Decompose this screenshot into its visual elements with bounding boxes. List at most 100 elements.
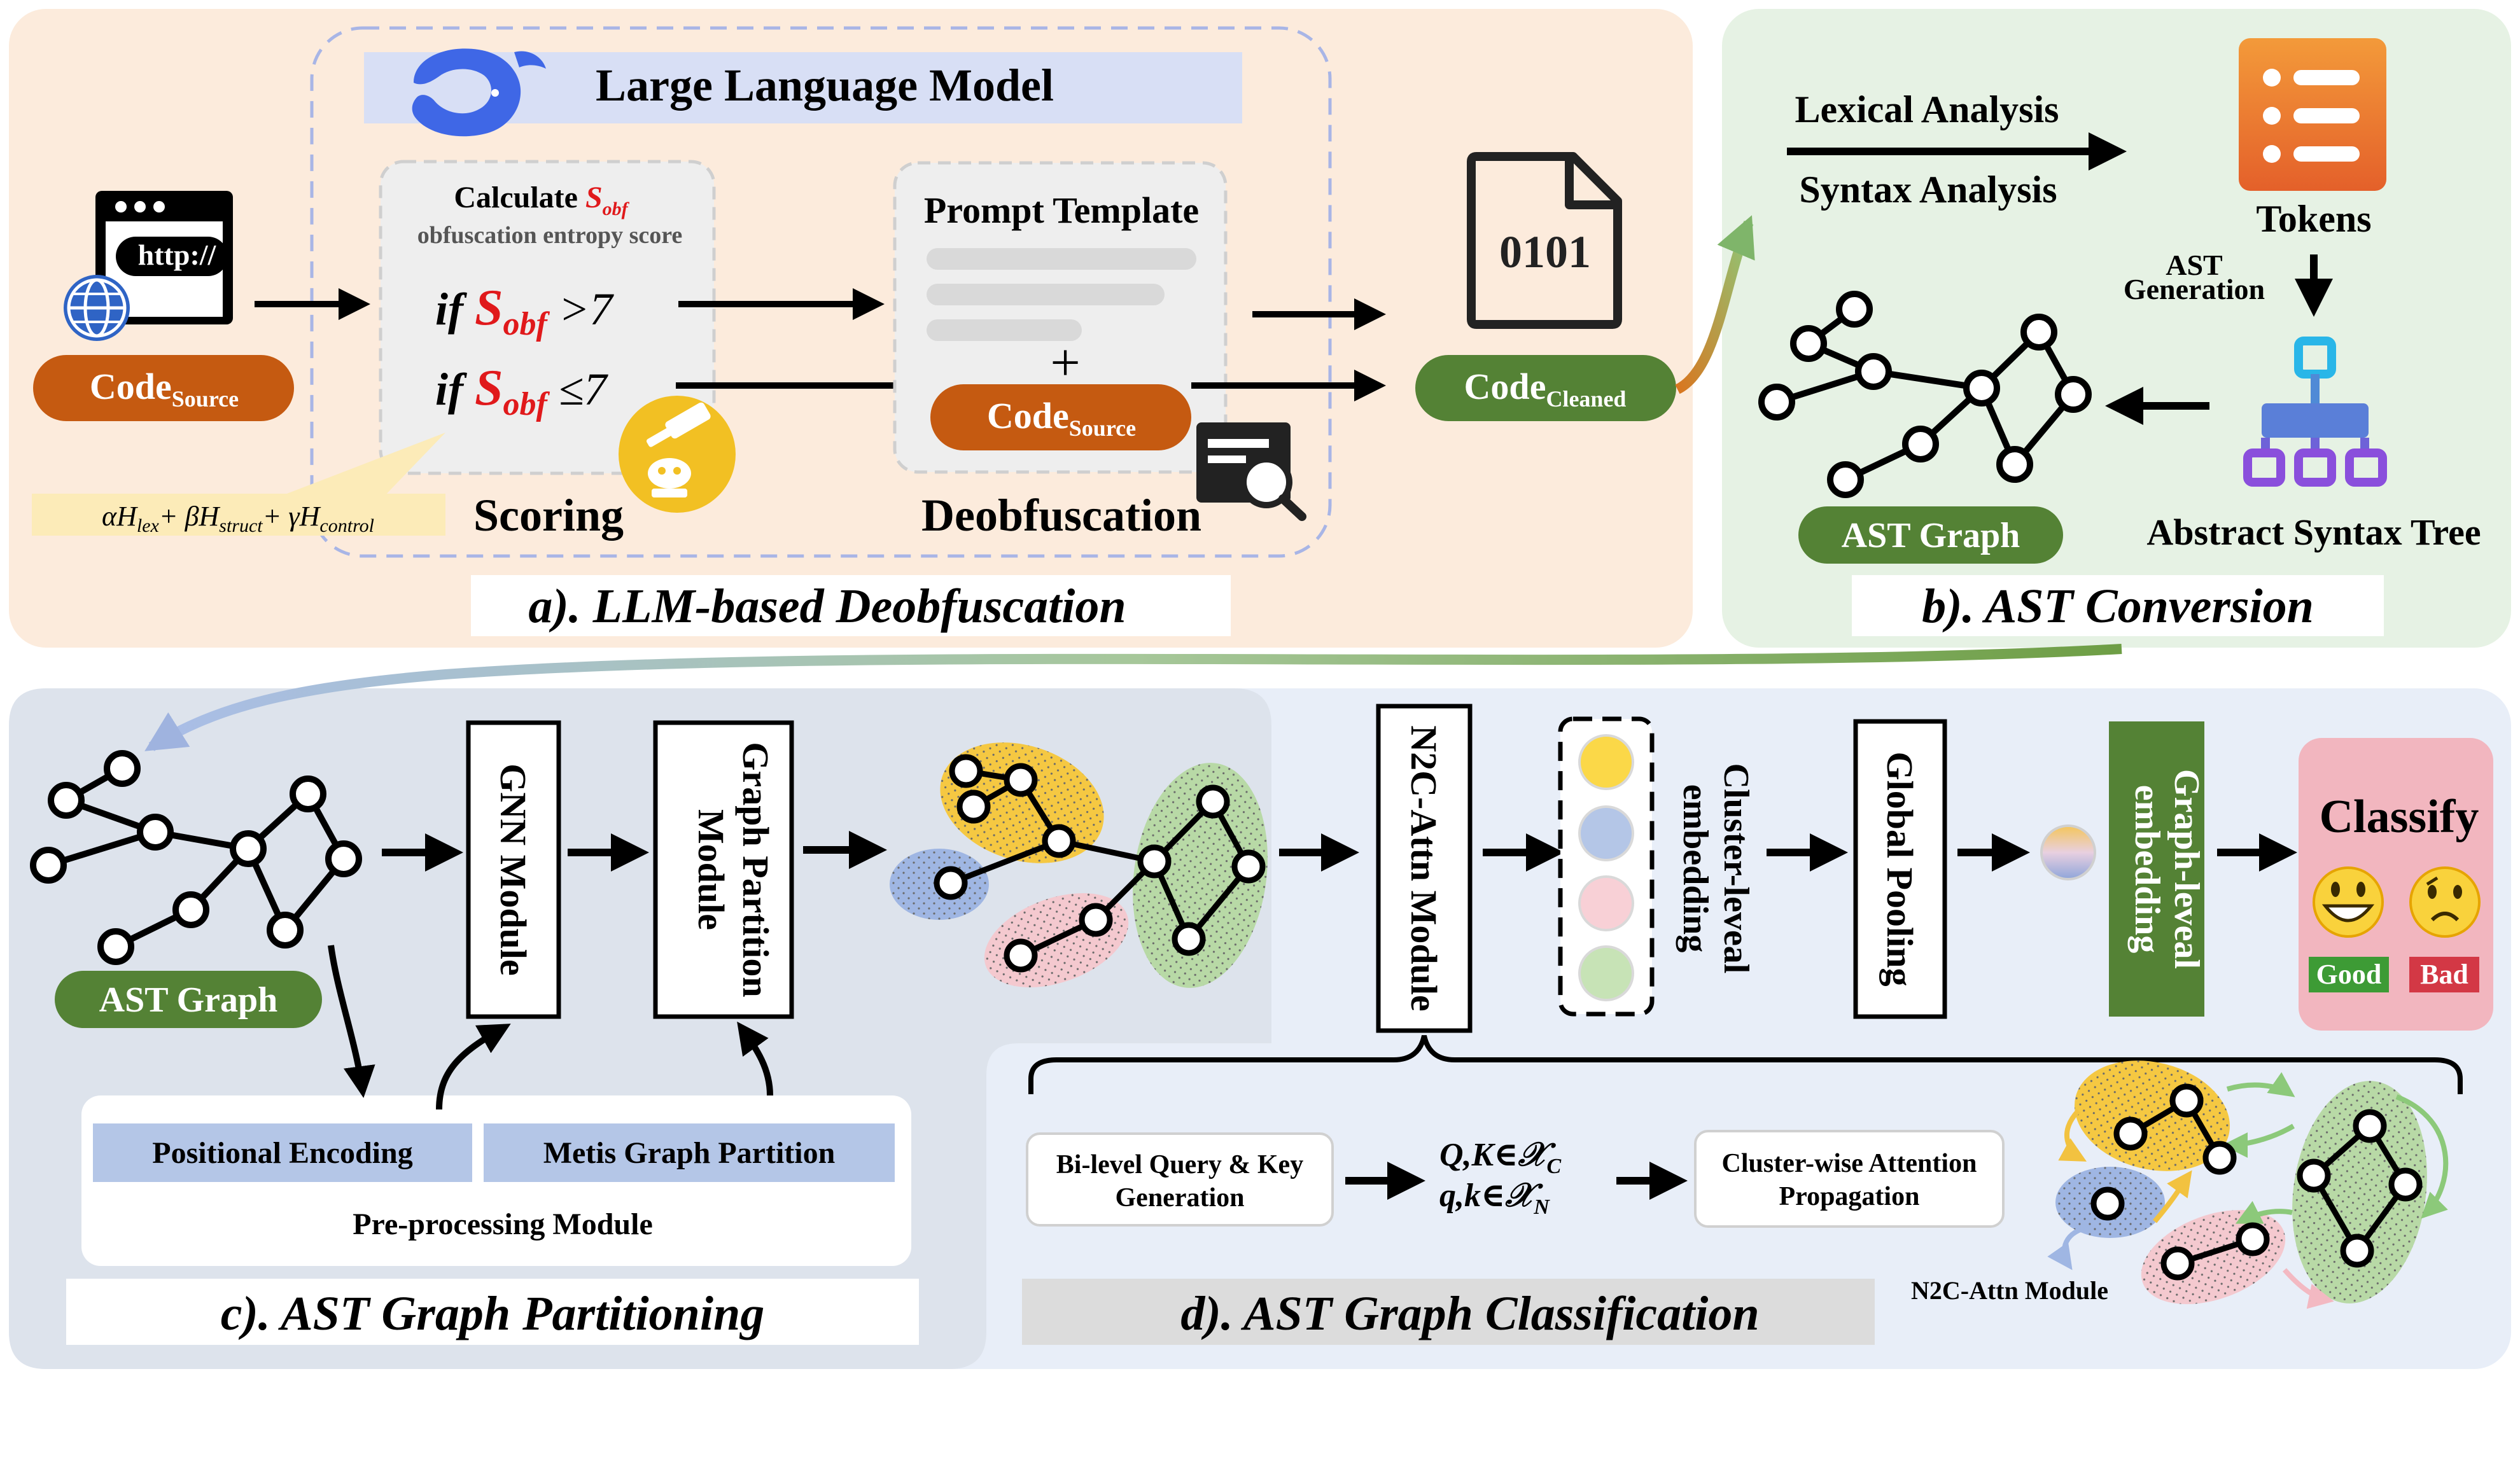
code-source-label: CodeSource xyxy=(90,366,239,412)
positional-encoding-bar xyxy=(93,1123,472,1182)
formula-text: αHlex+ βHstruct+ γHcontrol xyxy=(102,501,374,536)
n2c-caption: N2C-Attn Module xyxy=(1911,1276,2108,1305)
formula-box xyxy=(32,494,445,536)
arrow-graph-to-encoding xyxy=(328,945,375,1098)
preprocessing-label: Pre-processing Module xyxy=(353,1207,653,1241)
metis-partition-label: Metis Graph Partition xyxy=(543,1136,836,1170)
scoring-box xyxy=(379,160,716,475)
bilevel-label-1: Bi-level Query & Key xyxy=(1056,1150,1303,1179)
panel-b-title: b). AST Conversion xyxy=(1922,580,2314,633)
arrow-a-to-b xyxy=(1674,215,1755,394)
n2c-detail-brace xyxy=(1028,1035,2463,1094)
scoring-label: Scoring xyxy=(473,490,624,541)
tree-hierarchy-icon xyxy=(2243,337,2387,487)
qk-lower: q,k∈𝒳N xyxy=(1439,1176,1550,1219)
condition-low: if Sobf ≤7 xyxy=(435,360,608,422)
n2c-module-label: N2C-Attn Module xyxy=(1403,725,1445,1011)
graph-embedding-node xyxy=(2040,824,2096,880)
graph-partition-box xyxy=(653,720,794,1019)
ast-graph-icon-c xyxy=(30,750,362,965)
bad-label: Bad xyxy=(2420,959,2468,990)
prompt-line-1 xyxy=(927,248,1196,270)
llm-dashed-box xyxy=(310,26,1332,558)
bilevel-label-2: Generation xyxy=(1116,1183,1245,1213)
ast-graph-icon-b xyxy=(1758,291,2092,498)
syntax-analysis-label: Syntax Analysis xyxy=(1799,169,2057,211)
positional-encoding-label: Positional Encoding xyxy=(152,1136,412,1170)
ast-graph-label-c: AST Graph xyxy=(99,980,278,1020)
ast-graph-label-b: AST Graph xyxy=(1842,516,2020,555)
gnn-module-label: GNN Module xyxy=(493,763,534,976)
panel-b-title-box xyxy=(1852,575,2384,636)
arrow-b-to-c xyxy=(144,644,2122,751)
code-cleaned-label: CodeCleaned xyxy=(1464,366,1627,412)
good-label: Good xyxy=(2316,959,2382,990)
graph-partition-label-1: Graph Partition xyxy=(735,742,776,997)
calculate-label: Calculate Sobf xyxy=(454,181,629,219)
code-source-badge xyxy=(33,355,294,421)
ast-generation-line1: AST xyxy=(2166,249,2222,281)
code-source-badge-2 xyxy=(930,384,1191,450)
lexical-analysis-label: Lexical Analysis xyxy=(1795,88,2059,130)
cluster-embedding-box xyxy=(1558,716,1655,1017)
formula-callout-pointer xyxy=(274,433,445,499)
cluster-embedding-label-2: embedding xyxy=(1676,784,1715,953)
tokens-icon xyxy=(2239,38,2386,191)
document-search-icon xyxy=(1196,422,1306,521)
prompt-line-3 xyxy=(927,319,1082,341)
bad-badge xyxy=(2409,957,2479,992)
happy-face-icon xyxy=(2313,866,2384,938)
browser-http-icon: http:// xyxy=(95,191,233,324)
good-badge xyxy=(2309,957,2389,992)
prompt-template-title: Prompt Template xyxy=(924,190,1199,231)
llm-header-text: Large Language Model xyxy=(596,60,1054,111)
arrow-encoding-to-gnn xyxy=(436,1024,511,1110)
bilevel-box xyxy=(1026,1132,1334,1227)
entropy-label: obfuscation entropy score xyxy=(417,222,683,249)
ast-generation-line2: Generation xyxy=(2124,273,2265,305)
globe-icon xyxy=(64,275,130,341)
global-pooling-box xyxy=(1853,719,1947,1019)
arrow-metis-to-partition xyxy=(737,1021,773,1096)
cluster-embedding-label-1: Cluster-leveal xyxy=(1716,763,1756,974)
condition-high: if Sobf >7 xyxy=(435,280,614,342)
cluster-attention-label-1: Cluster-wise Attention xyxy=(1722,1149,1977,1178)
deobfuscation-label: Deobfuscation xyxy=(921,490,1201,541)
panel-c-title: c). AST Graph Partitioning xyxy=(221,1287,764,1340)
graph-partition-label-2: Module xyxy=(690,809,732,930)
cluster-emb-pink xyxy=(1578,875,1634,931)
prompt-line-2 xyxy=(927,284,1165,305)
n2c-attn-illustration xyxy=(2047,1060,2449,1309)
n2c-module-box xyxy=(1376,704,1473,1033)
panel-c-title-box xyxy=(66,1279,919,1345)
cluster-emb-green xyxy=(1578,945,1634,1001)
classify-label: Classify xyxy=(2320,791,2479,843)
deepseek-whale-icon xyxy=(412,48,546,137)
partitioned-clusters-c xyxy=(890,742,1268,988)
tokens-label: Tokens xyxy=(2256,198,2371,240)
binary-file-icon: 0101 xyxy=(1467,152,1622,329)
gavel-robot-icon xyxy=(619,396,736,513)
panel-d-title: d). AST Graph Classification xyxy=(1180,1287,1759,1340)
cluster-attention-label-2: Propagation xyxy=(1779,1182,1920,1211)
qk-upper: Q,K∈𝒳C xyxy=(1439,1135,1561,1178)
plus-sign: + xyxy=(1050,333,1080,393)
panel-a-title: a). LLM-based Deobfuscation xyxy=(528,580,1126,633)
url-text: http:// xyxy=(138,239,217,271)
cluster-attention-box xyxy=(1694,1130,2005,1228)
binary-text: 0101 xyxy=(1499,226,1591,277)
gnn-module-box xyxy=(466,720,561,1019)
code-cleaned-badge xyxy=(1415,355,1676,421)
metis-partition-bar xyxy=(484,1123,895,1182)
abstract-syntax-tree-label: Abstract Syntax Tree xyxy=(2146,511,2481,553)
graph-embedding-label-2: embedding xyxy=(2127,785,2167,954)
graph-embedding-label-1: Graph-leveal xyxy=(2167,769,2206,969)
graph-embedding-box xyxy=(2109,721,2204,1017)
code-source-label-2: CodeSource xyxy=(987,395,1136,441)
global-pooling-label: Global Pooling xyxy=(1879,751,1921,986)
cluster-emb-blue xyxy=(1578,805,1634,861)
panel-a-title-box xyxy=(471,575,1231,636)
cluster-emb-yellow xyxy=(1578,734,1634,790)
ast-graph-badge-c xyxy=(55,971,322,1028)
